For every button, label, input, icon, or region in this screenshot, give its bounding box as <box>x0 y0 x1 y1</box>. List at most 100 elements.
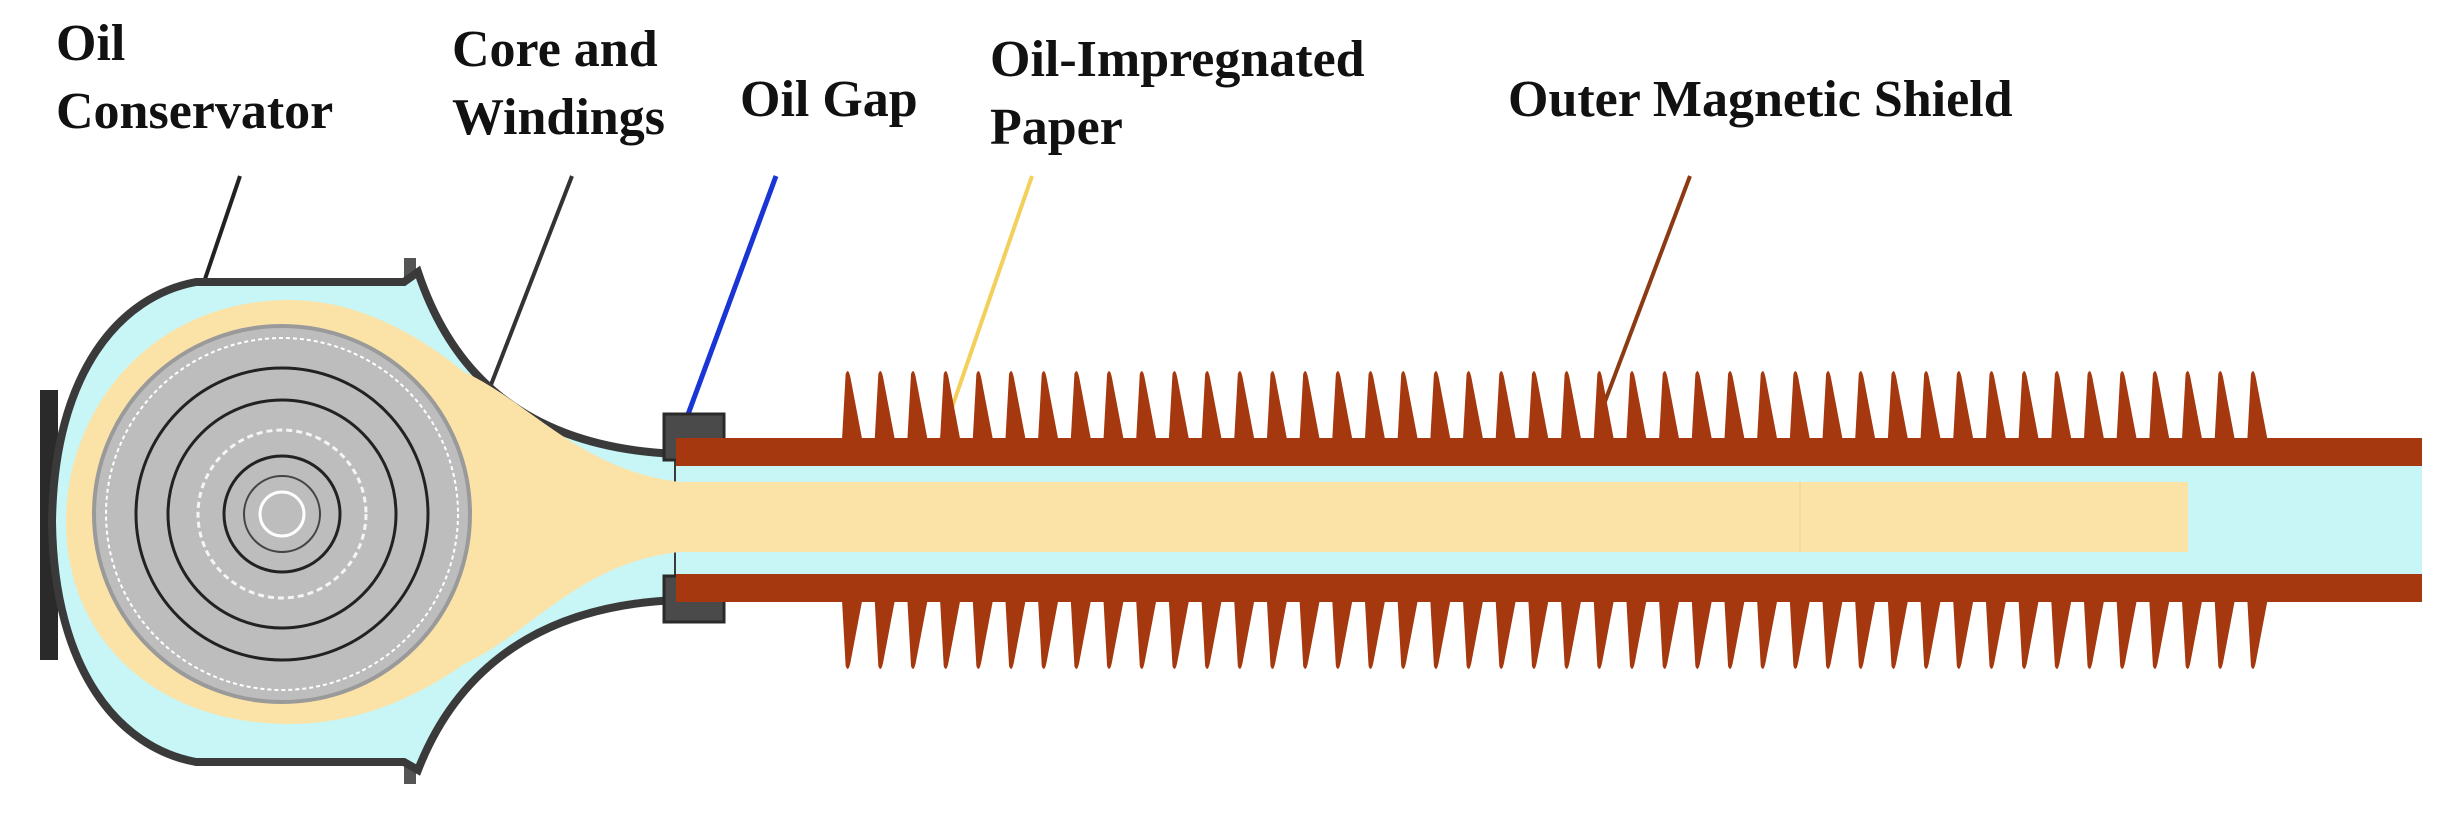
shield-fin-bottom <box>1626 600 1647 669</box>
shield-fin-bottom <box>1887 600 1909 669</box>
shield-fin-top <box>1953 371 1974 440</box>
shield-fin-top <box>1168 371 1190 440</box>
shield-fin-top <box>2083 371 2105 440</box>
shield-fin-bottom <box>1038 600 1059 669</box>
shield-top-bar <box>676 438 2422 468</box>
shield-fin-top <box>1332 371 1353 440</box>
shield-fin-bottom <box>1266 600 1288 669</box>
shield-fin-top <box>1822 371 1843 440</box>
shield-fin-top <box>1070 371 1092 440</box>
shield-fin-bottom <box>972 600 993 669</box>
shield-fin-top <box>2214 371 2235 440</box>
shield-fin-top <box>1201 371 1222 440</box>
shield-fins-top <box>842 371 2268 440</box>
label-oil-gap: Oil Gap <box>740 71 918 128</box>
shield-fin-bottom <box>2018 600 2039 669</box>
shield-fin-bottom <box>1201 600 1222 669</box>
shield-fin-bottom <box>1136 600 1157 669</box>
label-core-windings: Core and Windings <box>452 21 671 146</box>
shield-fin-bottom <box>1462 600 1484 669</box>
shield-fin-top <box>1234 371 1255 440</box>
shield-fin-top <box>1462 371 1484 440</box>
winding-ring-1 <box>105 337 459 691</box>
shield-fin-top <box>1430 371 1451 440</box>
shield-fin-top <box>2149 371 2170 440</box>
shield-fin-bottom <box>1005 600 1026 669</box>
shield-fin-top <box>1724 371 1745 440</box>
shield-fin-top <box>2116 371 2137 440</box>
shield-fin-top <box>2018 371 2039 440</box>
label-oil-impregnated-paper-line2: Paper <box>990 99 1123 156</box>
oil-impregnated-paper <box>66 300 2188 724</box>
shield-fin-top <box>1495 371 1516 440</box>
shield-fin-top <box>1561 371 1582 440</box>
shield-fin-top <box>1855 371 1876 440</box>
shield-fin-top <box>1626 371 1647 440</box>
shield-fin-top <box>1985 371 2007 440</box>
shield-fin-top <box>907 371 928 440</box>
shield-fin-bottom <box>1070 600 1092 669</box>
shield-fin-bottom <box>940 600 961 669</box>
shield-fins-bottom <box>842 600 2268 669</box>
shield-fin-top <box>1887 371 1909 440</box>
label-core-windings-line2: Windings <box>452 89 665 146</box>
winding-ring-6 <box>243 475 321 553</box>
shield-fin-bottom <box>1364 600 1386 669</box>
winding-ring-3 <box>166 398 398 630</box>
label-oil-impregnated-paper-line1: Oil-Impregnated <box>990 31 1365 88</box>
shield-fin-top <box>2181 371 2203 440</box>
shield-fin-top <box>2051 371 2072 440</box>
shield-fin-bottom <box>1299 600 1320 669</box>
shield-fin-top <box>1920 371 1941 440</box>
shield-fin-bottom <box>874 600 895 669</box>
shield-fin-bottom <box>1953 600 1974 669</box>
label-core-windings-line1: Core and <box>452 21 658 78</box>
shield-fin-top <box>1038 371 1059 440</box>
shield-fin-bottom <box>1659 600 1680 669</box>
shield-fin-bottom <box>907 600 928 669</box>
shield-fin-bottom <box>842 600 863 669</box>
shield-fin-top <box>1691 371 1712 440</box>
core-and-windings <box>92 324 472 704</box>
shield-fin-bottom <box>2247 600 2268 669</box>
winding-ring-5 <box>222 454 342 574</box>
shield-fin-bottom <box>1561 600 1582 669</box>
shield-fin-bottom <box>1234 600 1255 669</box>
shield-fin-top <box>2247 371 2268 440</box>
shield-fin-bottom <box>1757 600 1778 669</box>
core-disc <box>92 324 472 704</box>
shield-fin-top <box>1136 371 1157 440</box>
leader-line-oil-conservator <box>202 175 242 283</box>
label-oil-impregnated-paper: Oil-Impregnated Paper <box>990 31 1378 156</box>
shield-fin-bottom <box>1397 600 1418 669</box>
shield-fin-bottom <box>1495 600 1516 669</box>
winding-ring-4 <box>196 428 368 600</box>
shield-fin-top <box>1364 371 1386 440</box>
shield-fin-top <box>972 371 993 440</box>
shield-fin-bottom <box>2181 600 2203 669</box>
shield-fin-bottom <box>1724 600 1745 669</box>
shield-fin-bottom <box>2214 600 2235 669</box>
shield-fin-top <box>1103 371 1124 440</box>
winding-ring-2 <box>134 366 430 662</box>
shield-fin-top <box>1659 371 1680 440</box>
shield-bottom-bar <box>676 572 2422 602</box>
shield-fin-bottom <box>2083 600 2105 669</box>
shield-fin-bottom <box>1985 600 2007 669</box>
shield-fin-top <box>842 371 863 440</box>
shield-fin-bottom <box>1855 600 1876 669</box>
shield-fin-bottom <box>1430 600 1451 669</box>
shield-fin-bottom <box>1168 600 1190 669</box>
outer-magnetic-shield <box>676 371 2422 669</box>
shield-fin-top <box>1397 371 1418 440</box>
shield-fin-bottom <box>1691 600 1712 669</box>
shield-fin-top <box>1757 371 1778 440</box>
shield-fin-bottom <box>1822 600 1843 669</box>
label-oil-conservator-line1: Oil <box>56 15 125 72</box>
shield-fin-top <box>1528 371 1549 440</box>
label-oil-conservator-line2: Conservator <box>56 83 333 140</box>
shield-fin-bottom <box>1332 600 1353 669</box>
shield-fin-bottom <box>2051 600 2072 669</box>
core-center-ring <box>258 490 306 538</box>
